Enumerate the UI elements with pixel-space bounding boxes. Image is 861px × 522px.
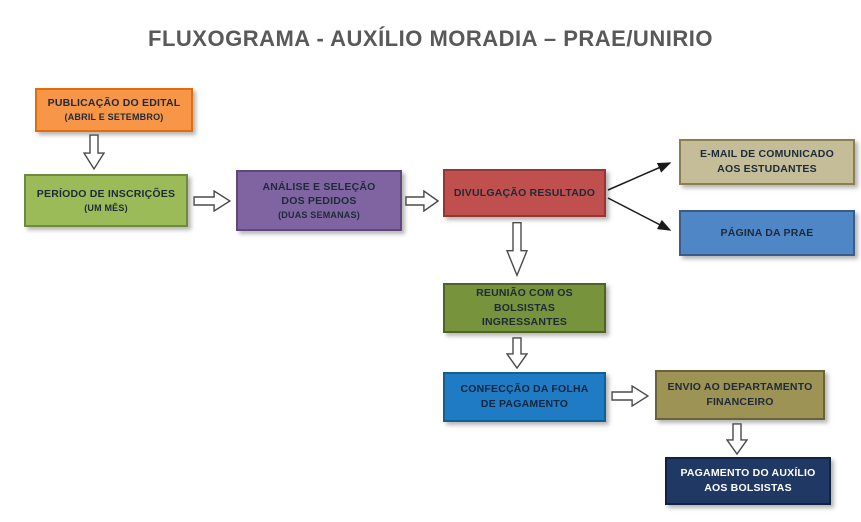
node-email-comunicado: E-MAIL DE COMUNICADO AOS ESTUDANTES (679, 139, 855, 185)
node-analise-selecao: ANÁLISE E SELEÇÃO DOS PEDIDOS (DUAS SEMA… (236, 170, 402, 231)
connector-lines-icon (604, 148, 682, 244)
node-label: PÁGINA DA PRAE (720, 226, 814, 239)
node-label: PUBLICAÇÃO DO EDITAL (47, 97, 181, 110)
node-label: PERÍODO DE INSCRIÇÕES (36, 187, 176, 200)
node-pagamento-auxilio: PAGAMENTO DO AUXÍLIO AOS BOLSISTAS (665, 457, 831, 505)
arrow-down-icon (506, 337, 528, 369)
node-label: PAGAMENTO DO AUXÍLIO AOS BOLSISTAS (680, 467, 816, 494)
arrow-down-icon (83, 134, 105, 170)
arrow-right-icon (611, 385, 649, 407)
node-publicacao-edital: PUBLICAÇÃO DO EDITAL (ABRIL E SETEMBRO) (35, 88, 193, 132)
arrow-right-icon (193, 190, 231, 212)
arrow-right-icon (405, 190, 439, 212)
node-label: REUNIÃO COM OS BOLSISTAS INGRESSANTES (476, 286, 573, 329)
node-envio-financeiro: ENVIO AO DEPARTAMENTO FINANCEIRO (655, 370, 825, 420)
node-periodo-inscricoes: PERÍODO DE INSCRIÇÕES (UM MÊS) (24, 174, 188, 227)
node-sublabel: (UM MÊS) (84, 202, 128, 213)
arrow-down-icon (506, 221, 528, 277)
page-title: FLUXOGRAMA - AUXÍLIO MORADIA – PRAE/UNIR… (148, 26, 713, 51)
node-reuniao-bolsistas: REUNIÃO COM OS BOLSISTAS INGRESSANTES (443, 283, 606, 333)
node-pagina-prae: PÁGINA DA PRAE (679, 210, 855, 256)
node-confeccao-folha: CONFECÇÃO DA FOLHA DE PAGAMENTO (443, 372, 606, 422)
node-label: ANÁLISE E SELEÇÃO DOS PEDIDOS (262, 180, 376, 208)
node-sublabel: (ABRIL E SETEMBRO) (64, 112, 164, 123)
node-divulgacao-resultado: DIVULGAÇÃO RESULTADO (443, 169, 606, 217)
arrow-down-icon (726, 423, 748, 455)
node-label: DIVULGAÇÃO RESULTADO (453, 186, 596, 199)
node-sublabel: (DUAS SEMANAS) (278, 209, 360, 220)
node-label: CONFECÇÃO DA FOLHA DE PAGAMENTO (460, 383, 589, 410)
node-label: ENVIO AO DEPARTAMENTO FINANCEIRO (667, 381, 813, 408)
node-label: E-MAIL DE COMUNICADO AOS ESTUDANTES (700, 148, 834, 175)
